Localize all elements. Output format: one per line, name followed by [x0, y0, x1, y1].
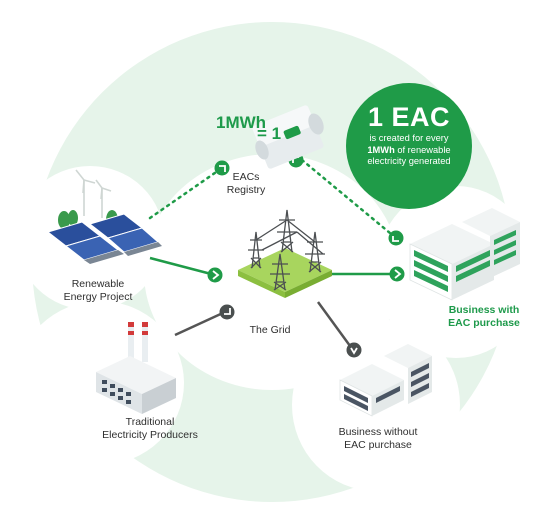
badge-line-1: is created for every	[369, 133, 449, 143]
green-office-icon	[409, 208, 520, 301]
arrow-node-icon	[219, 304, 235, 320]
business-no-eac-label: Business without EAC purchase	[338, 426, 418, 451]
business-eac-label: Business with EAC purchase	[448, 304, 520, 329]
factory-to-grid-line	[174, 310, 226, 337]
arrow-node-icon	[389, 266, 405, 282]
factory-icon	[96, 322, 176, 414]
registry-to-business-line	[300, 158, 398, 240]
badge-line-2: 1MWh of renewable	[367, 144, 451, 155]
traditional-producers-label: Traditional Electricity Producers	[102, 416, 198, 441]
wind-turbine-icon	[75, 169, 112, 218]
certificate-scroll-icon	[252, 105, 324, 169]
arrow-node-icon	[346, 342, 362, 358]
renewable-project-label: Renewable Energy Project	[63, 278, 133, 303]
registry-label: EACs Registry	[226, 171, 266, 196]
badge-title: 1 EAC	[367, 102, 451, 132]
grid-to-business-no-eac-line	[316, 301, 355, 351]
badge-line-3: electricity generated	[367, 156, 451, 166]
arrow-node-icon	[214, 160, 230, 176]
certificate-mwh-label: 1MWh	[216, 113, 267, 132]
renewable-to-grid-line	[149, 256, 216, 277]
power-tower-icon	[238, 209, 332, 298]
solar-farm-icon	[46, 213, 162, 264]
arrow-node-icon	[207, 267, 223, 283]
grid-label: The Grid	[249, 324, 291, 336]
arrow-node-icon	[388, 230, 404, 246]
eac-info-badge: 1 EAC is created for every 1MWh of renew…	[346, 83, 472, 209]
grey-office-icon	[339, 344, 432, 417]
certificate-equals-label: = 1	[257, 124, 282, 143]
renewable-to-registry-line	[148, 166, 224, 220]
